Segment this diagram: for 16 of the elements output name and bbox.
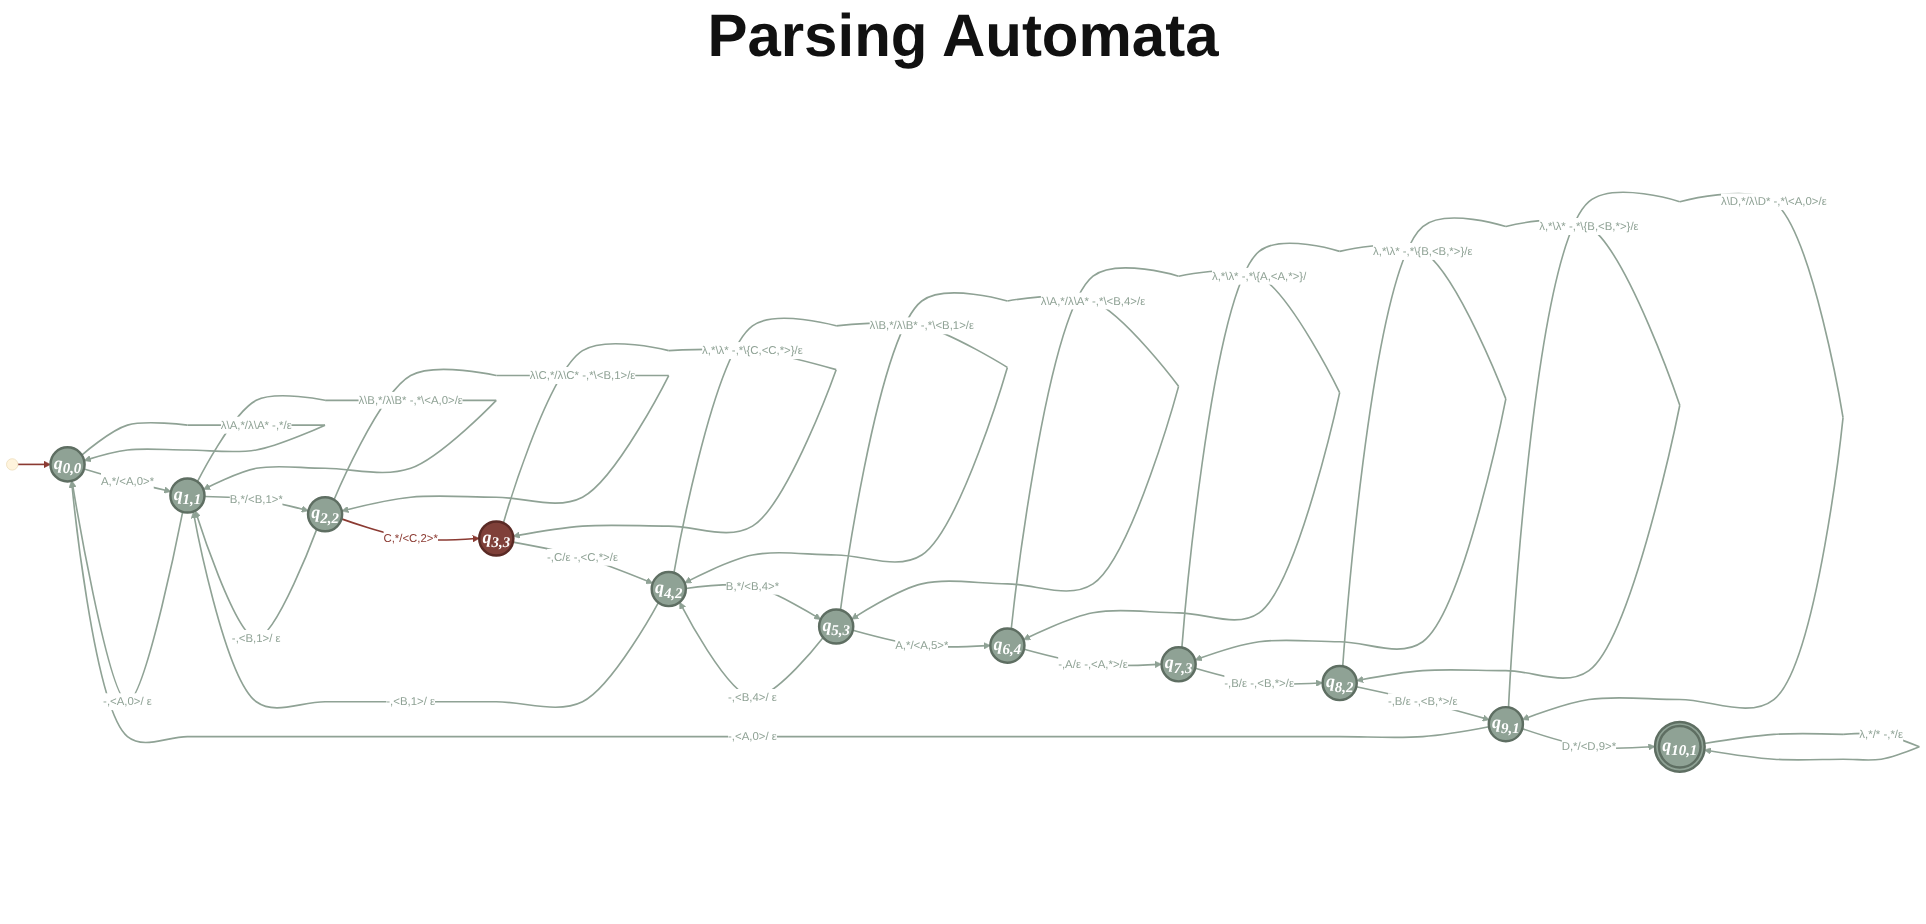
node-circle: q$_{0,0}$	[49, 446, 86, 483]
diagram-title: Parsing Automata	[705, 4, 1221, 72]
arrow	[17, 460, 51, 468]
node-circle: q$_{7,3}$	[1160, 646, 1197, 683]
arrow	[190, 511, 660, 709]
node-circle: q$_{5,3}$	[817, 608, 855, 645]
node-circle: q$_{9,1}$	[1487, 705, 1525, 743]
node-circle: q$_{1,1}$	[169, 477, 206, 514]
arrow	[68, 480, 1490, 744]
node-circle: q$_{4,2}$	[650, 570, 688, 608]
arrow	[512, 541, 654, 585]
node-circle: q$_{2,2}$	[306, 495, 344, 533]
node-circle: q$_{6,4}$	[989, 627, 1026, 664]
node-circle: q$_{8,2}$	[1321, 664, 1358, 702]
node-circle: q$_{3,3}$	[478, 520, 515, 557]
arrow	[1355, 685, 1490, 722]
